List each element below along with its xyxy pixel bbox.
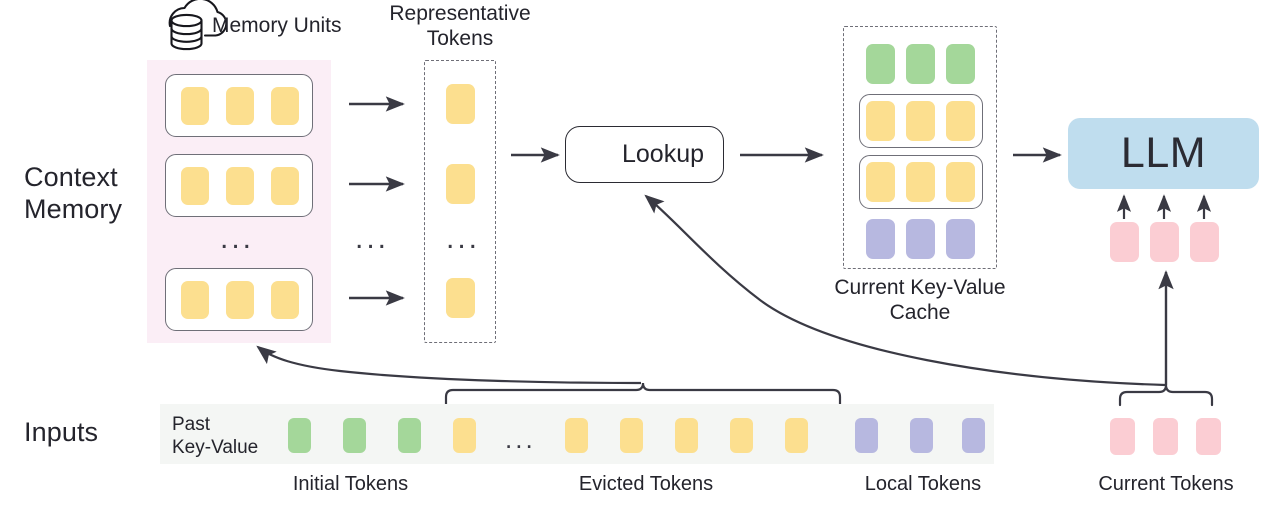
inputs-row-label: Inputs <box>24 417 99 447</box>
current-kv-cache-box <box>843 26 997 269</box>
input-token-current-1 <box>1110 418 1135 455</box>
memory-token <box>181 87 209 125</box>
kv-token-initial <box>906 44 935 84</box>
current-kv-cache-caption: Current Key-Value Cache <box>834 276 1006 324</box>
input-token-evicted-4 <box>675 418 698 453</box>
kv-token-retrieved <box>946 101 975 141</box>
input-token-evicted-2 <box>565 418 588 453</box>
representative-tokens-ellipsis: ... <box>446 222 481 255</box>
input-token-local-1 <box>855 418 878 453</box>
input-token-current-2 <box>1153 418 1178 455</box>
evicted-tokens-label: Evicted Tokens <box>578 473 714 495</box>
memory-token <box>271 87 299 125</box>
representative-tokens-label: Representative Tokens <box>389 2 531 50</box>
kv-token-retrieved <box>946 162 975 202</box>
representative-token-n <box>446 278 475 318</box>
kv-token-local <box>946 219 975 259</box>
input-token-local-2 <box>910 418 933 453</box>
memory-unit-2[interactable] <box>165 154 313 217</box>
llm-label: LLM <box>1120 129 1207 177</box>
kv-token-retrieved <box>866 162 895 202</box>
memory-units-ellipsis: ... <box>220 222 255 255</box>
llm-box: LLM <box>1068 118 1259 189</box>
memory-token <box>181 281 209 319</box>
local-tokens-label: Local Tokens <box>864 473 982 495</box>
representative-token-1 <box>446 84 475 124</box>
kv-token-local <box>906 219 935 259</box>
memory-unit-n[interactable] <box>165 268 313 331</box>
lookup-button[interactable]: Lookup <box>565 126 724 183</box>
kv-row-retrieved-2 <box>866 162 976 202</box>
lookup-label: Lookup <box>621 140 705 168</box>
current-tokens-label: Current Tokens <box>1098 473 1234 495</box>
input-token-evicted-3 <box>620 418 643 453</box>
memory-units-label: Memory Units <box>212 14 342 37</box>
input-token-current-3 <box>1196 418 1221 455</box>
llm-input-token-2 <box>1150 222 1179 262</box>
input-tokens-ellipsis: ... <box>505 424 536 454</box>
representative-token-2 <box>446 164 475 204</box>
memory-token <box>226 167 254 205</box>
kv-token-retrieved <box>906 162 935 202</box>
kv-token-initial <box>946 44 975 84</box>
kv-row-local <box>866 219 976 259</box>
input-token-initial-3 <box>398 418 421 453</box>
memory-token <box>271 281 299 319</box>
llm-input-token-1 <box>1110 222 1139 262</box>
representative-tokens-box <box>424 60 496 343</box>
memory-unit-1[interactable] <box>165 74 313 137</box>
input-token-evicted-1 <box>453 418 476 453</box>
llm-input-token-3 <box>1190 222 1219 262</box>
past-key-value-label: Past Key-Value <box>172 414 259 459</box>
brace-evicted-tokens <box>444 382 842 407</box>
kv-token-local <box>866 219 895 259</box>
memory-token <box>181 167 209 205</box>
initial-tokens-label: Initial Tokens <box>292 473 409 495</box>
input-token-initial-1 <box>288 418 311 453</box>
kv-row-initial <box>866 44 976 84</box>
kv-token-retrieved <box>866 101 895 141</box>
kv-token-initial <box>866 44 895 84</box>
brace-current-tokens <box>1118 384 1214 407</box>
context-memory-row-label: Context Memory <box>24 162 123 224</box>
kv-row-retrieved-1 <box>866 101 976 141</box>
unit-arrows-ellipsis: ... <box>355 222 390 255</box>
input-token-initial-2 <box>343 418 366 453</box>
memory-token <box>226 281 254 319</box>
memory-token <box>226 87 254 125</box>
kv-token-retrieved <box>906 101 935 141</box>
input-token-evicted-6 <box>785 418 808 453</box>
curve-evicted-to-context-memory <box>256 345 642 385</box>
input-token-evicted-5 <box>730 418 753 453</box>
memory-token <box>271 167 299 205</box>
input-token-local-3 <box>962 418 985 453</box>
